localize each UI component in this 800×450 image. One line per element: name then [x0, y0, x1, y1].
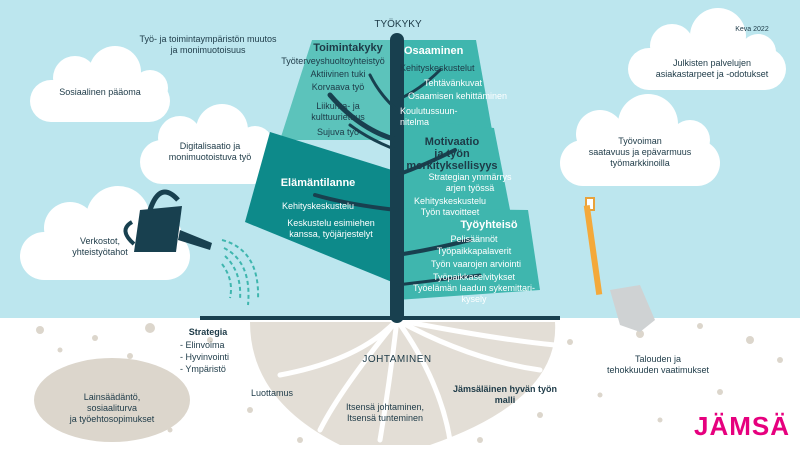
label-jamsa-model: Jämsäläinen hyvän työn malli	[452, 384, 558, 405]
leaf-elamantilanne-title: Elämäntilanne	[280, 177, 356, 189]
jamsa-logo: JÄMSÄ	[693, 411, 790, 441]
leaf-tyoyhteiso-item: Pelisäännöt	[450, 234, 498, 244]
roots-label: JOHTAMINEN	[362, 354, 432, 365]
shovel-icon	[583, 197, 655, 332]
leaf-osaaminen-item: Osaamisen kehittäminen	[408, 91, 508, 101]
leaf-toimintakyky-item: Liikunta- ja kulttuurietuus	[311, 101, 365, 122]
label-legislation: Lainsäädäntö, sosiaaliturva ja työehtoso…	[69, 392, 155, 424]
source-label: Keva 2022	[735, 26, 769, 33]
strategy-title: Strategia	[188, 327, 228, 337]
label-social-capital: Sosiaalinen pääoma	[59, 87, 141, 97]
leaf-osaaminen-title: Osaaminen	[404, 45, 464, 57]
leaf-toimintakyky-title: Toimintakyky	[313, 42, 383, 54]
leaf-elamantilanne-item: Kehityskeskustelu	[281, 201, 355, 211]
leaf-osaaminen-item: Koulutussuun- nitelma	[400, 106, 458, 127]
leaf-tyoyhteiso-title: Työyhteisö	[460, 219, 518, 231]
leaf-tyoyhteiso-item: Työpaikkaselvitykset	[432, 272, 516, 282]
leaf-toimintakyky	[280, 40, 397, 140]
ground-line	[200, 316, 560, 320]
cloud-workforce	[560, 94, 720, 186]
watering-can-icon	[123, 189, 260, 306]
cloud-digitalization	[140, 104, 275, 184]
leaf-osaaminen-item: Kehityskeskustelut	[400, 63, 475, 73]
label-digitalization: Digitalisaatio ja monimuotoistuva työ	[168, 141, 252, 162]
label-trust: Luottamus	[250, 388, 294, 398]
leaf-elamantilanne-item: Keskustelu esimiehen kanssa, työjärjeste…	[287, 218, 375, 239]
label-self-leadership: Itsensä johtaminen, Itsensä tunteminen	[345, 402, 425, 423]
leaf-toimintakyky-item: Aktiivinen tuki	[310, 69, 366, 79]
leaf-tyoyhteiso-item: Työelämän laadun sykemittari- kysely	[412, 283, 536, 304]
strategy-item: - Hyvinvointi	[180, 352, 230, 362]
leaf-toimintakyky-item: Sujuva työ	[316, 127, 360, 137]
cloud-public-services	[628, 8, 786, 90]
leaf-elamantilanne	[245, 132, 392, 282]
diagram-title: TYÖKYKY	[374, 19, 422, 30]
leaf-motivaatio	[397, 118, 512, 220]
label-environment: Työ- ja toimintaympäristön muutos ja mon…	[139, 34, 277, 55]
leaf-osaaminen	[397, 40, 492, 130]
tree-trunk	[313, 33, 482, 323]
label-networks: Verkostot, yhteistyötahot	[72, 236, 128, 257]
leaf-toimintakyky-item: Korvaava työ	[311, 82, 365, 92]
leaf-tyoyhteiso	[397, 208, 540, 300]
roots	[277, 317, 558, 443]
cloud-social-capital	[30, 46, 170, 122]
strategy-item: - Elinvoima	[180, 340, 225, 350]
leaf-tyoyhteiso-item: Työpaikkapalaverit	[436, 246, 512, 256]
strategy-item: - Ympäristö	[180, 364, 226, 374]
leaf-toimintakyky-item: Työterveyshuoltoyhteistyö	[281, 56, 385, 66]
label-economy: Talouden ja tehokkuuden vaatimukset	[606, 354, 710, 375]
leaf-motivaatio-title: Motivaatio ja työn merkityksellisyys	[406, 136, 498, 172]
leaf-motivaatio-item: Kehityskeskustelu Työn tavoitteet	[413, 196, 487, 217]
label-public-services: Julkisten palvelujen asiakastarpeet ja -…	[655, 58, 769, 79]
legislation-stone	[34, 358, 190, 442]
leaf-tyoyhteiso-item: Työn vaarojen arviointi	[430, 259, 522, 269]
leaf-osaaminen-item: Tehtävänkuvat	[424, 78, 483, 88]
leaf-motivaatio-item: Strategian ymmärrys arjen työssä	[428, 172, 512, 193]
label-workforce: Työvoiman saatavuus ja epävarmuus työmar…	[588, 136, 692, 168]
